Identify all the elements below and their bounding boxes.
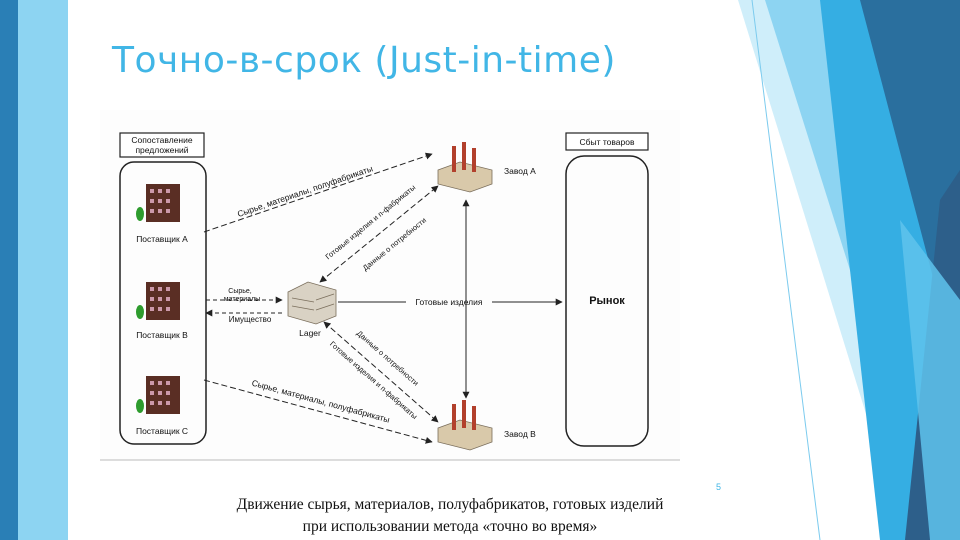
right-header-box: [565, 132, 649, 151]
ready-goods-label-bg: [406, 295, 492, 307]
slide-number: 5: [716, 482, 722, 492]
diagram-caption: Движение сырья, материалов, полуфабрикат…: [180, 494, 720, 538]
lager-label: Lager: [299, 328, 321, 338]
deco-thin-line: [751, 0, 821, 540]
supplier-c-icon: [136, 376, 180, 414]
jit-flow-diagram: Сопоставление предложений Сбыт товаров Р…: [100, 110, 680, 461]
left-header-line1: Сопоставление: [131, 135, 192, 145]
left-header-line2: предложений: [135, 145, 188, 155]
supplier-a-icon: [136, 184, 180, 222]
factory-a-label: Завод А: [504, 166, 536, 176]
left-header-box: [119, 132, 205, 158]
arrow-b-raw-label-line1: Сырье,: [228, 288, 252, 295]
market-column: [565, 155, 649, 447]
arrow-supplier-a-to-factory-a: [203, 152, 433, 233]
deco-right-light-wedge: [900, 220, 960, 540]
arrow-b-raw-label-line2: материалы: [224, 296, 260, 303]
caption-line-1: Движение сырья, материалов, полуфабрикат…: [236, 496, 664, 513]
slide-title: Точно-в-срок (Just-in-time): [112, 40, 616, 81]
supplier-c-label: Поставщик С: [136, 426, 188, 436]
lager-warehouse-icon: [287, 281, 337, 325]
arrow-supplier-c-to-factory-b: [203, 379, 433, 444]
arrow-lager-to-factory-b: [323, 321, 439, 423]
arrow-b-property-label: Имущество: [229, 315, 272, 324]
deco-left-light-strip: [18, 0, 68, 540]
supplier-a-label: Поставщик А: [136, 234, 188, 244]
suppliers-column: [119, 161, 207, 445]
arrow-ready-goods-label: Готовые изделия: [416, 297, 483, 307]
deco-left-dark-strip: [0, 0, 18, 540]
supplier-b-icon: [136, 282, 180, 320]
factory-b-label: Завод В: [504, 429, 536, 439]
supplier-b-label: Поставщик В: [136, 330, 188, 340]
market-label: Рынок: [589, 295, 625, 307]
right-header-label: Сбыт товаров: [579, 137, 634, 147]
arrow-lager-to-factory-a: [319, 185, 439, 283]
caption-line-2: при использовании метода «точно во время…: [302, 518, 598, 535]
factory-a-icon: [437, 142, 493, 193]
factory-b-icon: [437, 400, 493, 451]
